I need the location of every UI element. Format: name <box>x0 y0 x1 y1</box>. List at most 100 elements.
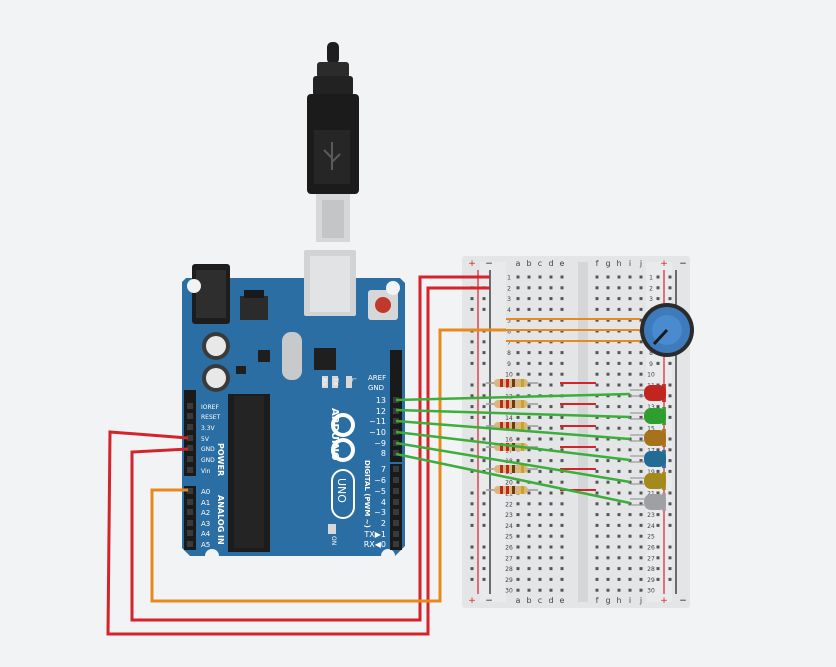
signal-wire <box>395 452 631 505</box>
breadboard-hole <box>628 480 632 484</box>
aref-label: AREF <box>368 374 386 382</box>
rail-hole <box>656 577 660 581</box>
breadboard-hole <box>639 534 643 538</box>
breadboard-hole <box>628 372 632 376</box>
pin-hole <box>187 424 193 430</box>
resistor-band <box>500 465 503 473</box>
breadboard-hole <box>549 480 553 484</box>
breadboard-hole <box>560 545 564 549</box>
breadboard-hole <box>628 491 632 495</box>
breadboard-hole <box>628 513 632 517</box>
breadboard-hole <box>606 351 610 355</box>
rail-hole <box>482 577 486 581</box>
pin-hole <box>393 466 399 472</box>
row-number: 30 <box>647 588 655 595</box>
breadboard-hole <box>606 318 610 322</box>
rail-minus-label: − <box>679 259 687 269</box>
breadboard-hole <box>639 491 643 495</box>
breadboard-hole <box>628 383 632 387</box>
breadboard-hole <box>538 405 542 409</box>
signal-wire <box>395 408 631 419</box>
digital-header-bottom <box>390 464 402 550</box>
breadboard-hole <box>538 426 542 430</box>
led[interactable] <box>630 450 666 468</box>
rail-hole <box>482 502 486 506</box>
potentiometer[interactable] <box>640 303 694 357</box>
row-number: 22 <box>505 501 513 508</box>
pin-hole <box>187 530 193 536</box>
breadboard-hole <box>538 286 542 290</box>
breadboard-hole <box>595 491 599 495</box>
rail-hole <box>656 469 660 473</box>
signal-wire <box>395 430 631 462</box>
breadboard-hole <box>560 351 564 355</box>
breadboard-hole <box>639 523 643 527</box>
breadboard-hole <box>527 426 531 430</box>
row-number: 23 <box>647 512 655 519</box>
breadboard-hole <box>595 405 599 409</box>
breadboard-hole <box>628 351 632 355</box>
led[interactable] <box>630 472 666 490</box>
breadboard-hole <box>595 534 599 538</box>
breadboard-hole <box>617 577 621 581</box>
rail-hole <box>482 297 486 301</box>
breadboard-hole <box>595 318 599 322</box>
breadboard-hole <box>516 502 520 506</box>
digital-pin-label: ~10 <box>369 428 386 437</box>
led[interactable] <box>630 493 666 511</box>
rail-hole <box>482 513 486 517</box>
row-number: 24 <box>647 523 655 530</box>
signal-wire <box>395 392 631 402</box>
rail-hole <box>470 405 474 409</box>
row-number: 1 <box>649 275 653 282</box>
column-letter: h <box>616 596 621 605</box>
breadboard-hole <box>628 588 632 592</box>
breadboard-hole <box>606 513 610 517</box>
breadboard-hole <box>639 448 643 452</box>
breadboard-hole <box>606 297 610 301</box>
pin-hole <box>187 488 193 494</box>
reset-button[interactable] <box>368 290 398 320</box>
breadboard-hole <box>538 318 542 322</box>
rail-hole <box>668 459 672 463</box>
breadboard-hole <box>617 361 621 365</box>
breadboard-hole <box>538 545 542 549</box>
breadboard-hole <box>606 361 610 365</box>
analog-pin-label: A3 <box>201 520 210 528</box>
pin-hole <box>187 467 193 473</box>
breadboard-hole <box>595 275 599 279</box>
digital-pin-label: 8 <box>381 449 386 458</box>
rail-hole <box>482 523 486 527</box>
rail-hole <box>470 340 474 344</box>
breadboard-hole <box>628 577 632 581</box>
breadboard-hole <box>617 491 621 495</box>
resistor-band <box>500 379 503 387</box>
breadboard-hole <box>516 513 520 517</box>
breadboard-hole <box>595 448 599 452</box>
led[interactable] <box>630 384 666 402</box>
breadboard-hole <box>527 405 531 409</box>
breadboard-hole <box>516 297 520 301</box>
power-header <box>184 390 196 476</box>
resistor-band <box>506 443 509 451</box>
row-number: 1 <box>507 275 511 282</box>
rail-hole <box>470 415 474 419</box>
row-number: 15 <box>647 426 655 433</box>
led[interactable] <box>630 429 666 447</box>
breadboard-hole <box>617 307 621 311</box>
rail-hole <box>482 491 486 495</box>
breadboard-hole <box>549 297 553 301</box>
breadboard-hole <box>606 545 610 549</box>
power-pin-label: 5V <box>201 436 210 443</box>
breadboard-hole <box>606 426 610 430</box>
breadboard-hole <box>617 567 621 571</box>
breadboard-hole <box>527 307 531 311</box>
digital-pin-label: TX▶1 <box>363 530 386 539</box>
column-letter: f <box>596 259 599 268</box>
led[interactable] <box>630 407 666 425</box>
rail-hole <box>482 545 486 549</box>
breadboard-hole <box>516 480 520 484</box>
breadboard-hole <box>560 480 564 484</box>
column-letter: e <box>560 596 565 605</box>
breadboard-hole <box>527 577 531 581</box>
